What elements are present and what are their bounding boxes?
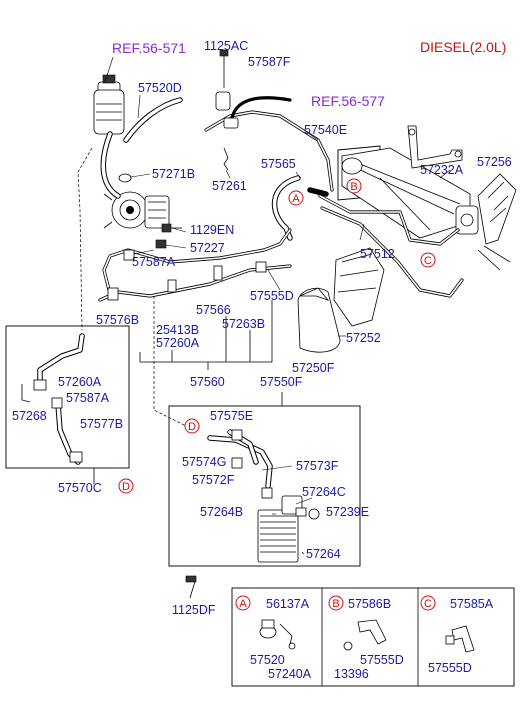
label-57520D[interactable]: 57520D — [138, 81, 182, 95]
label-25413B[interactable]: 25413B — [156, 323, 199, 337]
bolt-icon — [155, 223, 187, 249]
label-57555D-mid[interactable]: 57555D — [250, 289, 294, 303]
label-57576B[interactable]: 57576B — [96, 313, 139, 327]
label-1129EN[interactable]: 1129EN — [190, 223, 234, 237]
marker-c-gear[interactable]: C — [420, 252, 436, 268]
reservoir-tank-icon — [93, 56, 125, 135]
hose-clamp-icon — [231, 429, 273, 499]
return-hose-detail-box — [5, 325, 130, 469]
label-57264[interactable]: 57264 — [306, 547, 341, 561]
marker-b-gear[interactable]: B — [346, 178, 362, 194]
heat-shield-icon — [297, 247, 385, 353]
oil-cooler-icon — [257, 495, 320, 563]
label-57560[interactable]: 57560 — [190, 375, 225, 389]
ref-reservoir[interactable]: REF.56-571 — [112, 40, 186, 56]
hose-clamp-icon — [21, 379, 83, 463]
label-57260A-mid[interactable]: 57260A — [156, 336, 200, 350]
label-57565[interactable]: 57565 — [261, 157, 296, 171]
label-57572F[interactable]: 57572F — [192, 473, 235, 487]
label-57264B[interactable]: 57264B — [200, 505, 243, 519]
label-57261[interactable]: 57261 — [212, 179, 247, 193]
label-57587F[interactable]: 57587F — [248, 55, 291, 69]
svg-text:B: B — [350, 181, 357, 193]
label-56137A[interactable]: 56137A — [266, 597, 310, 611]
label-57252[interactable]: 57252 — [346, 331, 381, 345]
label-57512[interactable]: 57512 — [360, 247, 395, 261]
hose-clamp-icon — [259, 619, 296, 650]
label-57268[interactable]: 57268 — [12, 409, 47, 423]
label-57232A[interactable]: 57232A — [420, 163, 464, 177]
label-57586B[interactable]: 57586B — [348, 597, 391, 611]
detail-box-abc — [231, 587, 515, 687]
label-57271B[interactable]: 57271B — [152, 167, 195, 181]
ref-gear[interactable]: REF.56-577 — [311, 93, 385, 109]
bolt-icon — [215, 49, 231, 111]
label-57555D-c[interactable]: 57555D — [428, 661, 472, 675]
label-1125AC[interactable]: 1125AC — [204, 39, 248, 53]
label-57570C[interactable]: 57570C — [58, 481, 102, 495]
hose-clamp-icon — [343, 619, 387, 651]
bolt-icon — [185, 575, 197, 599]
label-57263B[interactable]: 57263B — [222, 317, 265, 331]
label-57573F[interactable]: 57573F — [296, 459, 339, 473]
label-57577B[interactable]: 57577B — [80, 417, 123, 431]
svg-text:A: A — [292, 193, 300, 205]
label-57260A-left[interactable]: 57260A — [58, 375, 102, 389]
label-57227[interactable]: 57227 — [190, 241, 225, 255]
svg-text:C: C — [424, 255, 432, 267]
marker-a-gear[interactable]: A — [288, 190, 304, 206]
hose-clamp-icon — [107, 249, 267, 301]
hose-clamp-icon — [445, 625, 475, 653]
label-57239E[interactable]: 57239E — [326, 505, 369, 519]
svg-text:C: C — [424, 598, 432, 610]
engine-label: DIESEL(2.0L) — [420, 39, 506, 55]
label-57264C[interactable]: 57264C — [302, 485, 346, 499]
label-57256[interactable]: 57256 — [477, 155, 512, 169]
label-57575E[interactable]: 57575E — [210, 409, 253, 423]
marker-b-legend: B — [328, 595, 344, 611]
label-1125DF[interactable]: 1125DF — [172, 603, 216, 617]
label-57585A[interactable]: 57585A — [450, 597, 494, 611]
label-57520[interactable]: 57520 — [250, 653, 285, 667]
label-57587A-top[interactable]: 57587A — [132, 255, 176, 269]
label-57555D-b[interactable]: 57555D — [360, 653, 404, 667]
svg-text:D: D — [122, 481, 130, 493]
power-steering-pump-icon — [103, 191, 170, 229]
svg-text:D: D — [188, 421, 196, 433]
marker-a-legend: A — [235, 595, 251, 611]
svg-text:A: A — [239, 598, 247, 610]
label-57587A-left[interactable]: 57587A — [66, 391, 110, 405]
marker-c-legend: C — [420, 595, 436, 611]
label-57250F[interactable]: 57250F — [292, 361, 335, 375]
label-57540E[interactable]: 57540E — [304, 123, 347, 137]
label-13396[interactable]: 13396 — [334, 667, 369, 681]
hose-clamp-icon — [118, 173, 151, 183]
oil-cooler-detail-box — [168, 405, 361, 567]
label-57574G[interactable]: 57574G — [182, 455, 226, 469]
label-57240A[interactable]: 57240A — [268, 667, 312, 681]
svg-text:B: B — [332, 598, 339, 610]
steering-gear-rack-icon — [337, 145, 517, 271]
label-57566[interactable]: 57566 — [196, 303, 231, 317]
marker-d-left[interactable]: D — [118, 478, 134, 494]
label-57550F[interactable]: 57550F — [260, 375, 303, 389]
marker-d-cooler[interactable]: D — [184, 418, 200, 434]
